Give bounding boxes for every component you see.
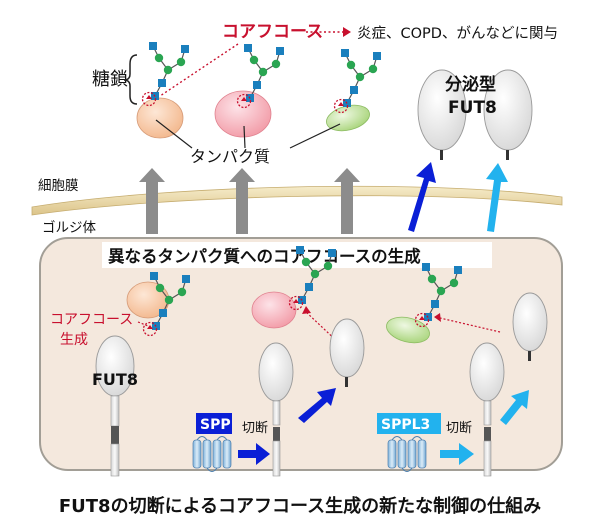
fut8-spp-stem [272, 400, 281, 426]
fut8-sppl3-head [469, 342, 505, 402]
caption-box [0, 478, 600, 532]
secreted-fut8-left-stem [440, 150, 443, 160]
fut8-golgi-tm [111, 426, 119, 444]
golgi-body [39, 237, 563, 471]
green-pointer-head [434, 313, 441, 322]
fut8-released-right-stem [528, 351, 531, 361]
fut8-golgi-tail [110, 443, 120, 477]
core-fucose-label-top: コアフコース [222, 22, 323, 42]
cyan-release-arrow [500, 390, 529, 425]
secreted-fut8-label-1: 分泌型 [445, 74, 496, 95]
protein-green-golgi [386, 316, 430, 344]
sppl3-label: SPPL3 [381, 417, 430, 433]
cleavage-label-1: 切断 [242, 421, 268, 436]
glycan-top-1 [141, 41, 190, 107]
glycan-top-3 [333, 48, 382, 114]
spp-protease [192, 436, 232, 472]
cell-membrane-label: 細胞膜 [38, 178, 79, 194]
gray-arrows [139, 168, 360, 234]
spp-box [196, 413, 232, 434]
spp-label: SPP [200, 417, 231, 433]
golgi-title: 異なるタンパク質へのコアフコースの生成 [108, 246, 421, 266]
caption: FUT8の切断によるコアフコース生成の新たな制御の仕組み [59, 495, 541, 517]
cyan-arrow-secretion [486, 163, 508, 232]
fut8-spp-tail [272, 440, 281, 477]
protein-pointer-3 [289, 123, 341, 149]
secreted-fut8-right-stem [506, 150, 509, 160]
core-fucose-pointer-top [159, 43, 239, 97]
glycan-brace [123, 54, 138, 105]
glycan-label: 糖鎖 [92, 69, 128, 90]
protein-orange-top [136, 97, 184, 139]
fut8-released-right [512, 292, 548, 352]
sppl3-box [377, 413, 441, 434]
fut8-sppl3-stem [483, 400, 492, 426]
core-fucose-gen-label-2: 生成 [60, 332, 88, 348]
fut8-released-mid [329, 318, 365, 378]
gray-arrow-3 [334, 168, 360, 234]
sppl3-cleave-arrow [440, 443, 474, 465]
fut8-golgi-stem [110, 395, 120, 427]
cell-membrane [31, 185, 563, 216]
associated-text: 炎症、COPD、がんなどに関与 [357, 25, 558, 42]
core-fucose-gen-label-1: コアフコース [50, 312, 133, 328]
protein-pointer-2 [243, 125, 246, 149]
gray-arrow-1 [139, 168, 165, 234]
fut8-sppl3-tail [483, 440, 492, 477]
golgi-label: ゴルジ体 [42, 219, 96, 236]
sppl3-protease [387, 436, 427, 472]
gray-arrow-2 [229, 168, 255, 234]
protein-pink-top [214, 90, 272, 138]
spp-cleave-arrow [238, 443, 270, 465]
blue-arrow-secretion [408, 162, 436, 232]
fut8-released-mid-stem [345, 377, 348, 387]
core-fucose-gen-pointer [137, 321, 149, 327]
fut8-spp-head [258, 342, 294, 402]
protein-pink-golgi [251, 291, 297, 329]
fut8-spp-tm [273, 427, 280, 441]
cleavage-label-2: 切断 [446, 421, 472, 436]
blue-release-arrow [298, 388, 336, 423]
protein-pointer-1 [155, 119, 193, 149]
fut8-label: FUT8 [92, 370, 138, 389]
secreted-fut8-label-2: FUT8 [448, 98, 497, 118]
fut8-sppl3-tm [484, 427, 491, 441]
pink-pointer-head [302, 306, 311, 314]
associated-arrowhead [343, 27, 351, 37]
protein-label: タンパク質 [190, 147, 270, 166]
